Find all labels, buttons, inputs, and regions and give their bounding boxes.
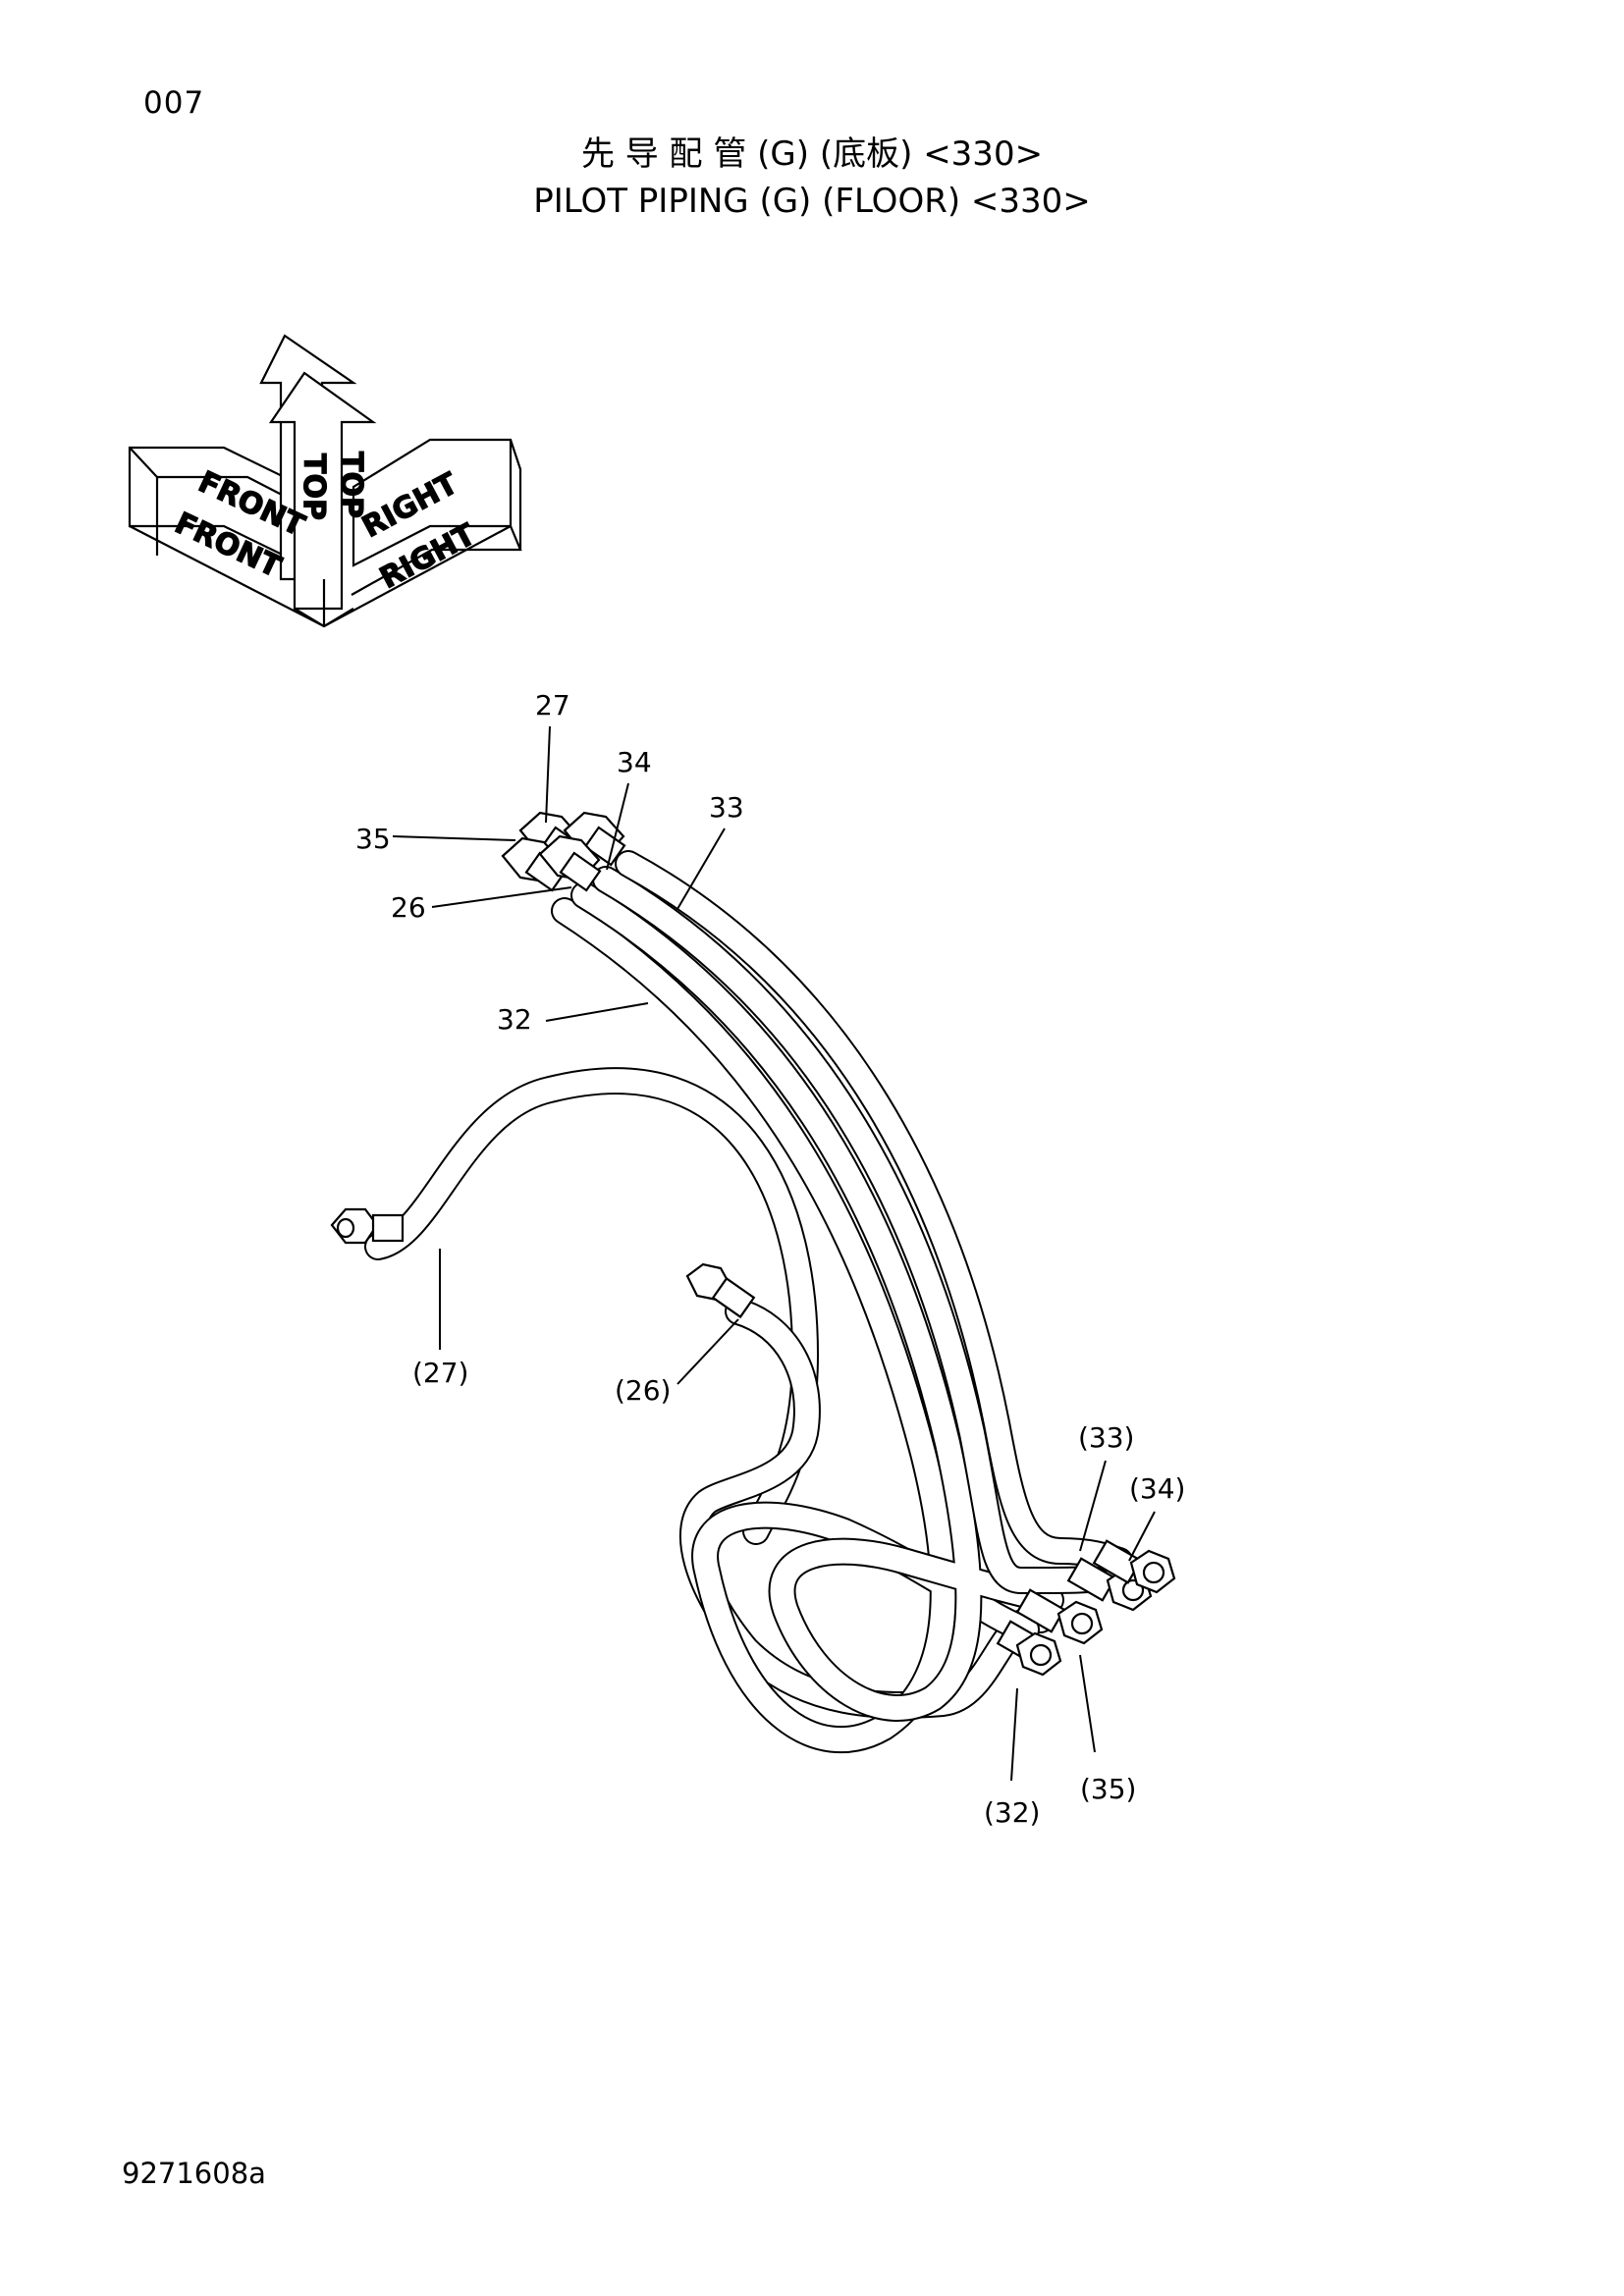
callout-35: 35 [355,823,391,855]
callout-27-paren: (27) [412,1357,468,1389]
page-number: 007 [143,85,205,121]
label-top-back: TOP [297,454,331,520]
callout-26: 26 [391,891,426,924]
hose-35 [570,881,1064,1722]
callout-34-paren: (34) [1129,1472,1185,1505]
fitting-33-end [1092,1539,1176,1594]
hose-34 [592,866,1109,1594]
orientation-symbol [128,334,522,628]
fitting-35-end [1015,1588,1104,1645]
hose-32 [551,897,1040,1754]
callout-26-paren: (26) [615,1374,671,1407]
title-english: PILOT PIPING (G) (FLOOR) <330> [533,182,1091,221]
callout-27: 27 [535,689,570,721]
leader-lines [392,725,1156,1782]
fitting-26-top [538,834,602,892]
title-chinese: 先 导 配 管 (G) (底板) <330> [580,134,1044,174]
hose-33 [615,850,1133,1575]
fitting-26-end [685,1262,756,1319]
fitting-27-end [330,1207,405,1245]
hose-assembly [364,850,1133,1754]
drawing-id: 9271608a [122,2157,266,2190]
callout-labels: 27 34 33 35 26 32 (27) (26) (33) (34) (3… [355,689,1185,1829]
label-top-front: TOP [334,452,368,518]
fittings [330,811,1176,1677]
fitting-32-end [996,1620,1062,1677]
callout-34: 34 [617,746,652,778]
callout-33: 33 [709,791,744,824]
callout-35-paren: (35) [1080,1773,1136,1805]
callout-32: 32 [497,1003,532,1036]
callout-32-paren: (32) [984,1796,1040,1829]
callout-33-paren: (33) [1078,1421,1134,1454]
